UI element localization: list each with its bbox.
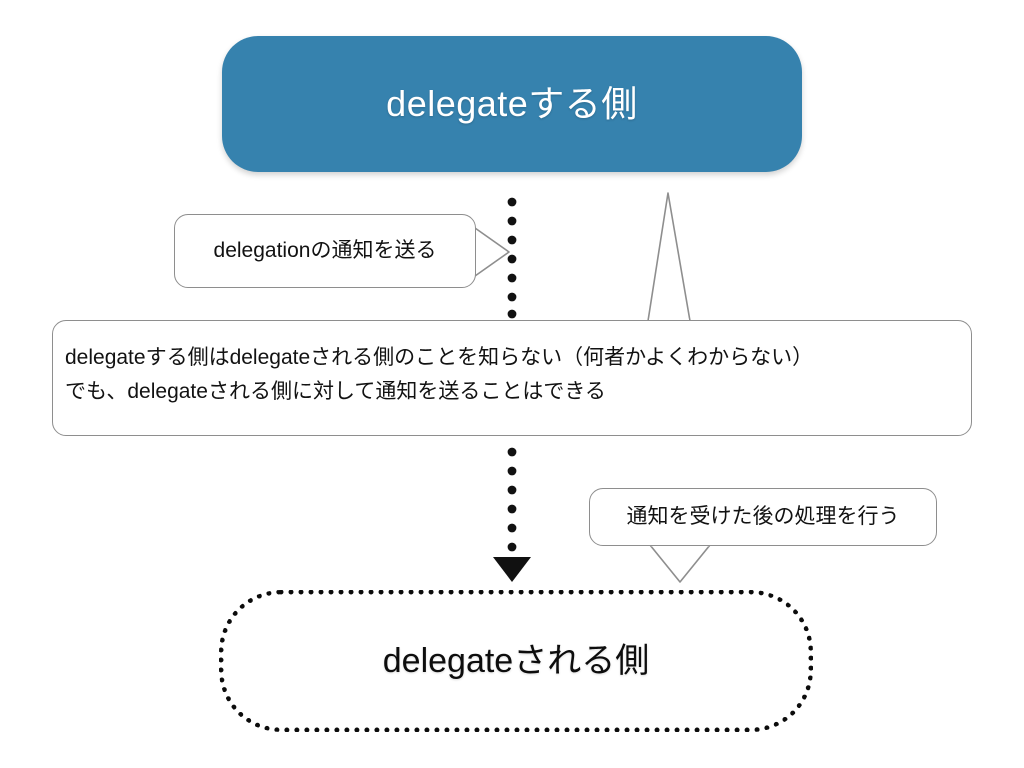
dotted-connector-upper [507,197,517,319]
callout-tail-explanation [647,192,691,322]
callout-explanation-line-2: でも、delegateされる側に対して通知を送ることはできる [65,380,606,403]
callout-explanation-line-1: delegateする側はdelegateされる側のことを知らない（何者かよくわか… [65,346,814,369]
callout-tail-handle-notification [649,544,711,583]
connector-arrowhead [493,557,531,582]
callout-handle-notification[interactable]: 通知を受けた後の処理を行う [589,488,937,546]
callout-handle-notification-text: 通知を受けた後の処理を行う [626,505,900,528]
callout-explanation[interactable]: delegateする側はdelegateされる側のことを知らない（何者かよくわか… [52,320,972,436]
node-delegatee-label: delegateされる側 [382,642,650,680]
node-delegator-label: delegateする側 [386,83,638,124]
node-delegator[interactable]: delegateする側 [222,36,802,172]
callout-tail-send-notification [474,227,510,277]
callout-send-notification[interactable]: delegationの通知を送る [174,214,476,288]
node-delegatee[interactable]: delegateされる側 [219,590,813,732]
dotted-connector-lower [507,447,517,552]
callout-send-notification-text: delegationの通知を送る [213,239,437,262]
